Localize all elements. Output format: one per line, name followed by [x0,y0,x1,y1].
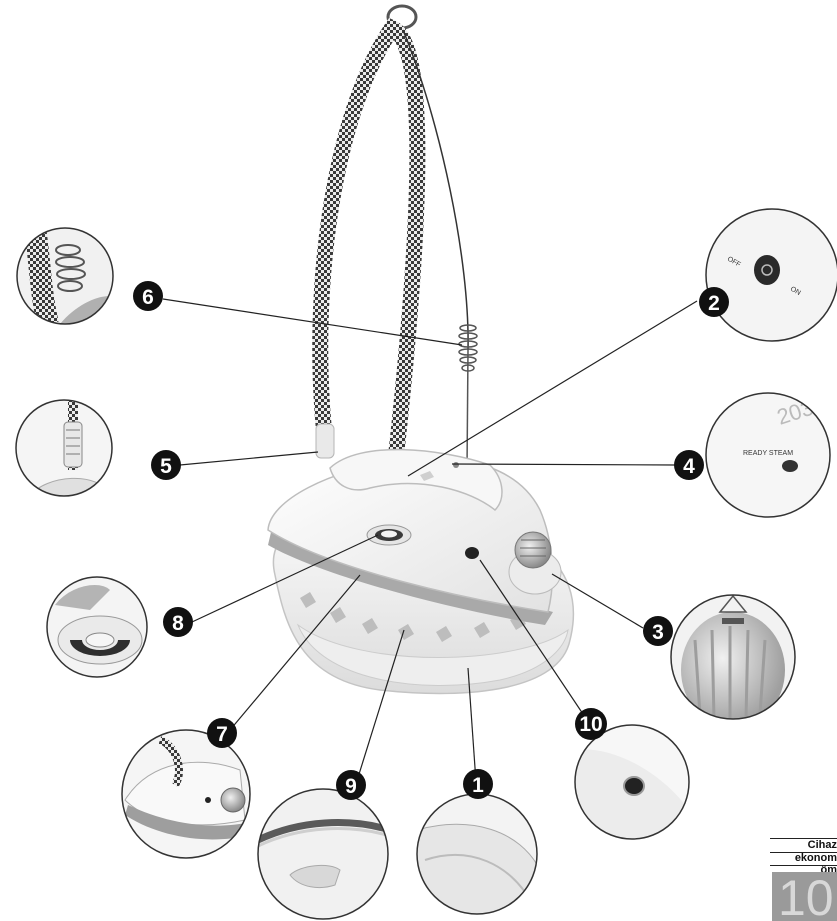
detail-circle-4: 2030 READY STEAM [706,391,830,517]
svg-text:7: 7 [216,723,228,746]
callout-badge-7: 7 [207,718,237,748]
svg-text:9: 9 [345,775,357,798]
svg-text:3: 3 [652,621,664,644]
leader-2 [408,301,697,476]
page-corner-tab: Cihaz ekonom öm 10 [770,838,837,921]
callout-badge-9: 9 [336,770,366,800]
svg-text:2: 2 [708,292,720,315]
callout-badge-3: 3 [643,616,673,646]
callout-badge-1: 1 [463,769,493,799]
detail-circle-10 [575,725,689,839]
detail-circle-5 [16,400,112,496]
detail-circle-9 [258,789,390,919]
power-switch [754,255,780,285]
indicator-light [453,462,459,468]
callout-badge-10: 10 [575,708,607,740]
indicator-label: READY STEAM [743,450,793,457]
callout-badge-6: 6 [133,281,163,311]
temperature-dial [367,525,411,545]
steam-station [268,6,573,693]
corner-line-1: Cihaz [808,839,837,851]
svg-text:10: 10 [579,713,602,736]
callout-badge-8: 8 [163,607,193,637]
svg-text:8: 8 [172,612,184,635]
svg-text:5: 5 [160,455,172,478]
steam-button [465,547,479,559]
detail-circle-6 [17,228,120,330]
svg-text:1: 1 [472,774,484,797]
detail-circle-3 [671,595,795,728]
detail-circle-7 [122,730,250,858]
indicator-lamp [782,460,798,472]
hose-guard [316,424,334,458]
page-number: 10 [772,872,837,921]
callout-badge-4: 4 [674,450,704,480]
steam-hose [320,28,417,465]
steam-knob [509,532,561,594]
corner-line-2: ekonom [795,852,837,864]
callout-badge-2: 2 [699,287,729,317]
detail-circle-2: OFF ON [706,209,837,341]
power-cord-lower [467,350,468,470]
svg-text:4: 4 [683,455,695,478]
detail-circle-1 [417,794,540,914]
svg-text:6: 6 [142,286,154,309]
leader-5 [180,452,318,465]
detail-circle-8 [47,577,147,677]
callout-badge-5: 5 [151,450,181,480]
